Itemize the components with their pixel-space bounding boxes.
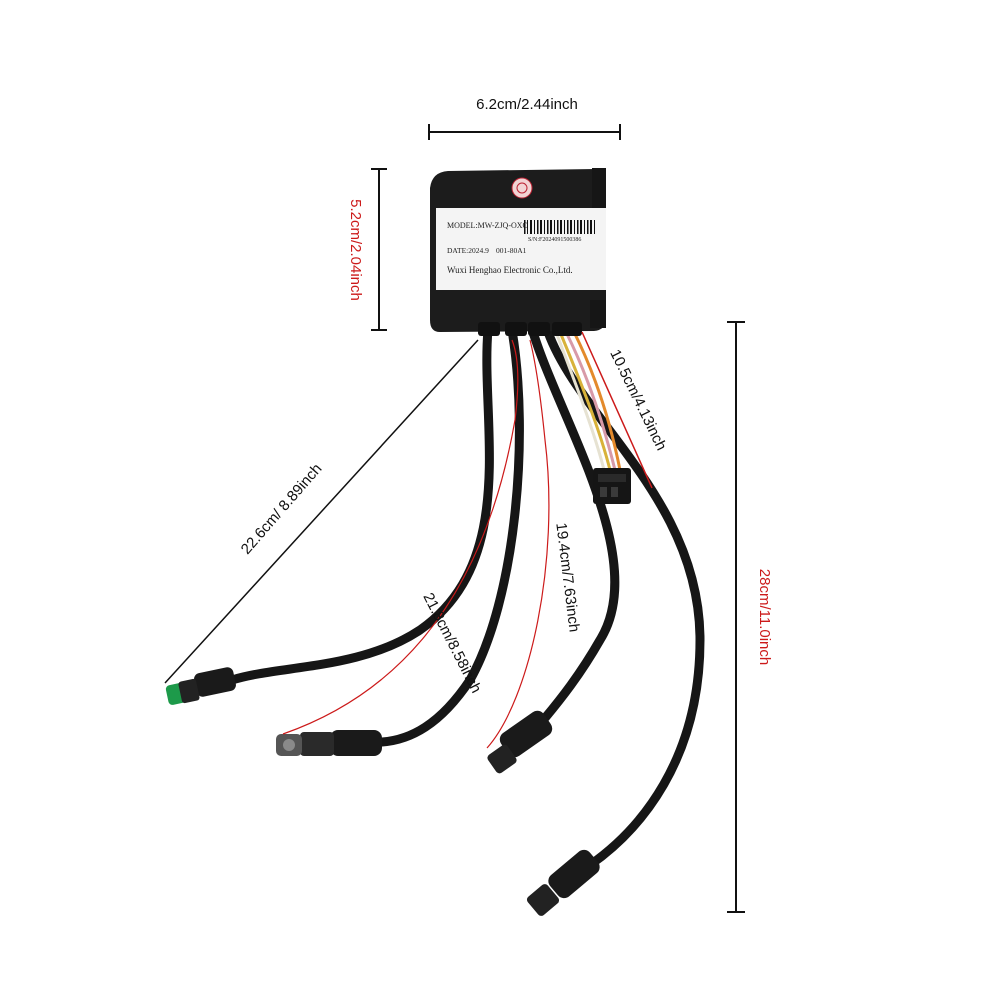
connector-4: [526, 849, 600, 916]
length-dimension: 28cm/11.0inch: [727, 321, 773, 913]
label-model: MODEL:MW-ZJQ-OXO: [447, 221, 529, 230]
wire-pink: [564, 330, 617, 472]
length-label: 28cm/11.0inch: [756, 569, 773, 665]
height-dimension: 5.2cm/2.04inch: [347, 168, 387, 331]
label-manufacturer: Wuxi Henghao Electronic Co.,Ltd.: [447, 265, 573, 275]
label-serial: S/N:F2024091500386: [528, 237, 581, 243]
connector-metal: [276, 730, 382, 756]
small-plug: [593, 468, 631, 504]
height-label: 5.2cm/2.04inch: [347, 199, 364, 301]
cable-4: [543, 327, 705, 870]
product-label: MODEL:MW-ZJQ-OXO S/N:F2024091500386 DATE…: [436, 208, 606, 290]
connector-3: [487, 710, 553, 774]
cable-2-dimension: 21.8cm/8.58inch: [282, 339, 519, 735]
cable-1: [227, 325, 494, 685]
wire-orange: [572, 330, 622, 472]
label-code: 001-80A1: [496, 246, 527, 255]
wire-yellow: [558, 330, 612, 472]
width-label: 6.2cm/2.44inch: [476, 96, 578, 113]
width-dimension: 6.2cm/2.44inch: [428, 96, 621, 140]
label-date: DATE:2024.9: [447, 246, 489, 255]
cable-1-label: 22.6cm/ 8.89inch: [238, 460, 326, 557]
wire-white: [554, 330, 606, 472]
cable-3: [528, 327, 620, 723]
barcode-icon: [524, 220, 595, 234]
cable-bundle: [227, 325, 705, 880]
cable-2: [377, 325, 524, 747]
cable-1-dimension: 22.6cm/ 8.89inch: [164, 339, 479, 684]
cable-5: [570, 330, 691, 880]
connector-green: [165, 667, 236, 705]
cable-3-label: 19.4cm/7.63inch: [552, 522, 582, 633]
qc-sticker-icon: [511, 177, 533, 199]
